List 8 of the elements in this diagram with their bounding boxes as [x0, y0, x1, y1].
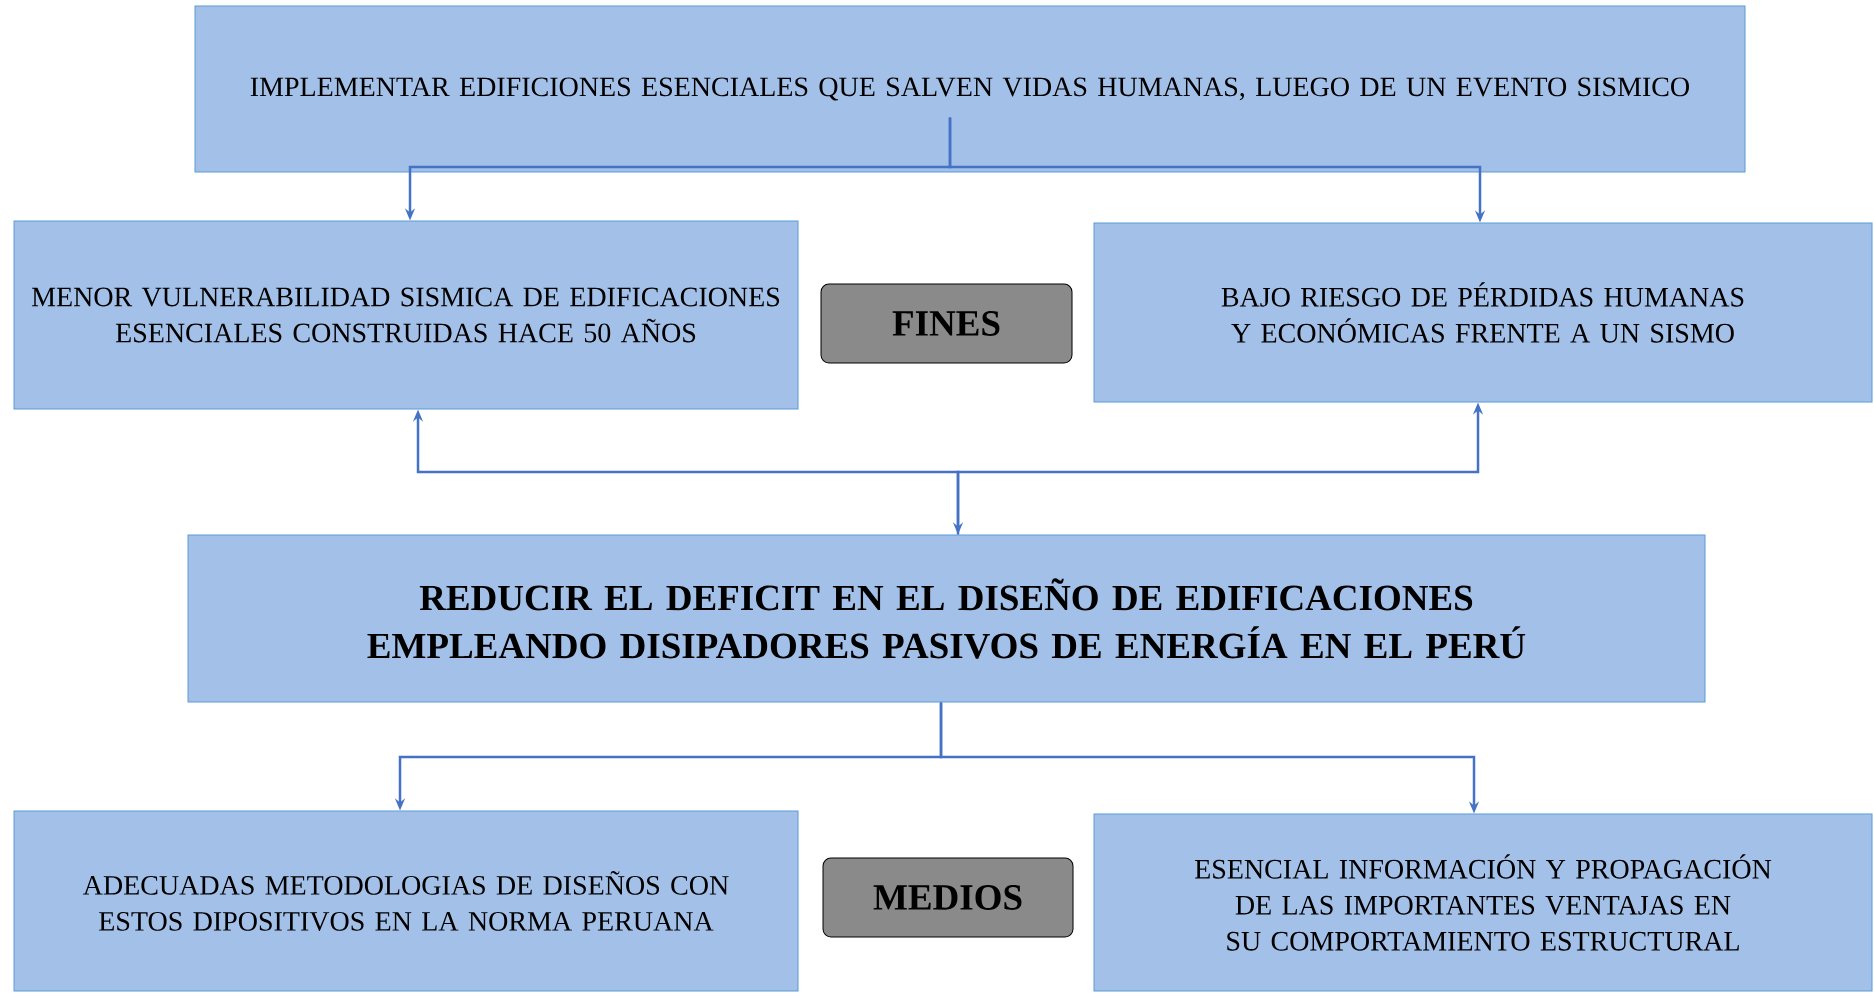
text-box: IMPLEMENTAR EDIFICIONES ESENCIALES QUE SALVEN VIDAS HUMANAS, LUEGO DE UN EVENTO SISMICO [194, 5, 1746, 173]
text-box: BAJO RIESGO DE PÉRDIDAS HUMANAS Y ECONÓMICAS FRENTE A UN SISMO [1093, 222, 1873, 403]
text-box: REDUCIR EL DEFICIT EN EL DISEÑO DE EDIFICACIONES EMPLEANDO DISIPADORES PASIVOS DE ENERGÍA EN EL PERÚ [187, 534, 1706, 703]
text-box: ESENCIAL INFORMACIÓN Y PROPAGACIÓN DE LAS IMPORTANTES VENTAJAS EN SU COMPORTAMIENTO ESTRUCTURAL [1093, 813, 1873, 992]
section-label: FINES [820, 283, 1073, 364]
text-box: ADECUADAS METODOLOGIAS DE DISEÑOS CON ESTOS DIPOSITIVOS EN LA NORMA PERUANA [13, 810, 799, 992]
section-label: MEDIOS [822, 857, 1074, 938]
text-box: MENOR VULNERABILIDAD SISMICA DE EDIFICACIONES ESENCIALES CONSTRUIDAS HACE 50 AÑOS [13, 220, 799, 410]
